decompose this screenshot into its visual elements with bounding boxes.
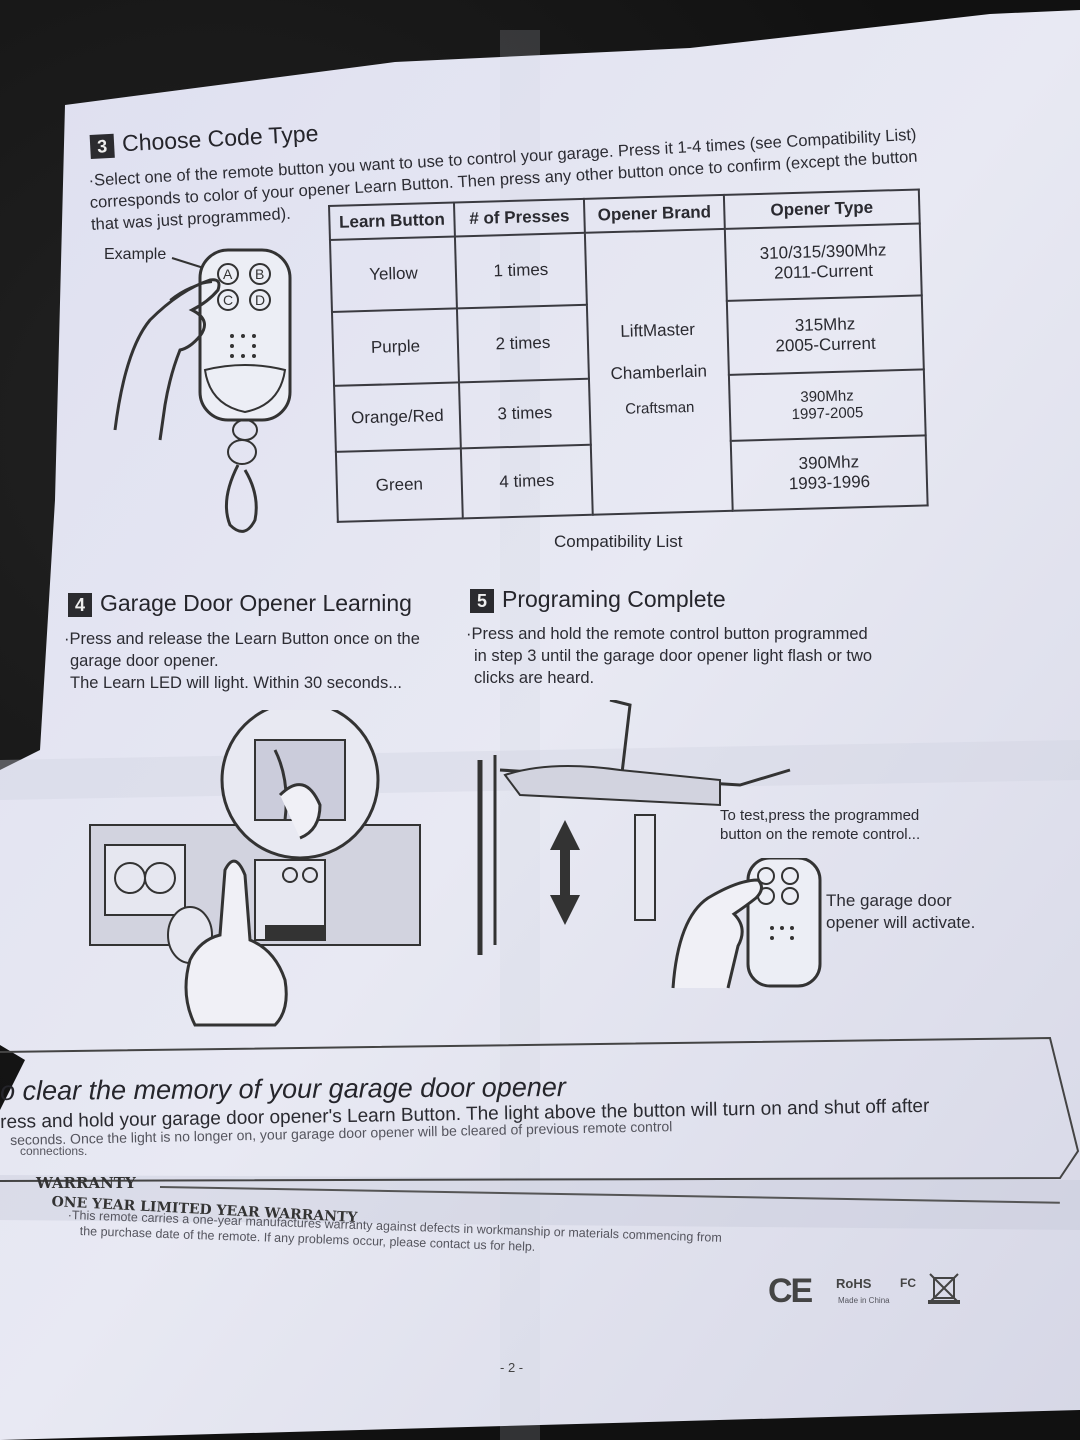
section-5-title: Programing Complete [502, 586, 726, 612]
compatibility-table-wrapper: Learn Button # of Presses Opener Brand O… [328, 188, 929, 523]
brand-craftsman: Craftsman [624, 398, 695, 418]
remote-button-b: B [255, 266, 264, 282]
cell-brands: LiftMaster Chamberlain Craftsman [584, 228, 733, 515]
garage-door-illustration [477, 700, 791, 955]
section-4-number: 4 [68, 592, 92, 617]
weee-bin-icon [928, 1273, 960, 1304]
cell-learn: Purple [331, 308, 460, 386]
fc-mark: FC [900, 1276, 916, 1290]
brand-chamberlain: Chamberlain [610, 361, 708, 384]
activate-line-2: opener will activate. [826, 913, 976, 932]
example-label: Example [104, 246, 167, 263]
section-4-text: ·Press and release the Learn Button once… [64, 628, 464, 694]
section-4-line-2: garage door opener. [70, 652, 219, 670]
clear-memory-box [0, 1036, 1080, 1182]
activate-note: The garage door opener will activate. [826, 890, 975, 934]
type-line-2: 2011-Current [773, 260, 874, 283]
section-5-line-3: clicks are heard. [474, 669, 595, 687]
section-5-line-2: in step 3 until the garage door opener l… [474, 647, 873, 665]
activate-line-1: The garage door [826, 891, 952, 910]
header-learn-button: Learn Button [329, 202, 455, 240]
cell-presses: 2 times [456, 304, 589, 383]
cell-type: 390Mhz 1997-2005 [728, 369, 926, 441]
brand-liftmaster: LiftMaster [620, 319, 696, 341]
cell-learn: Yellow [329, 236, 457, 312]
remote-button-c: C [223, 292, 233, 308]
header-presses: # of Presses [453, 198, 585, 237]
header-opener-type: Opener Type [723, 189, 920, 229]
section-4-line-1: ·Press and release the Learn Button once… [64, 630, 420, 648]
remote-button-d: D [255, 292, 265, 308]
remote-in-hand-illustration [671, 858, 822, 989]
clear-memory-line-3: connections. [20, 1144, 88, 1158]
type-line-2: 2005-Current [775, 333, 876, 356]
table-caption: Compatibility List [554, 532, 683, 551]
section-4-line-3: The Learn LED will light. Within 30 seco… [70, 674, 402, 692]
compatibility-table: Learn Button # of Presses Opener Brand O… [328, 188, 929, 522]
remote-illustration: A B C D [113, 248, 292, 533]
page-number: - 2 - [500, 1360, 524, 1375]
warranty-label: WARRANTY [36, 1174, 136, 1192]
ce-mark: CE [768, 1272, 813, 1310]
test-line-2: button on the remote control... [720, 826, 921, 843]
cell-presses: 3 times [459, 378, 591, 449]
cell-type: 310/315/390Mhz 2011-Current [724, 223, 922, 301]
header-opener-brand: Opener Brand [583, 194, 725, 233]
section-4-heading: 4 Garage Door Opener Learning [68, 590, 412, 617]
cell-type: 390Mhz 1993-1996 [730, 435, 928, 511]
section-3-number: 3 [89, 133, 115, 159]
rohs-mark: RoHS [836, 1276, 872, 1291]
section-5-line-1: ·Press and hold the remote control butto… [466, 625, 868, 643]
cell-learn: Green [335, 448, 463, 522]
cell-presses: 4 times [460, 444, 593, 519]
section-5-text: ·Press and hold the remote control butto… [466, 623, 916, 689]
test-line-1: To test,press the programmed [720, 807, 920, 824]
clear-memory-title: o clear the memory of your garage door o… [0, 1072, 566, 1106]
section-4-title: Garage Door Opener Learning [100, 590, 412, 616]
section-5-heading: 5 Programing Complete [470, 586, 726, 613]
opener-illustration [89, 710, 421, 1027]
made-in-label: Made in China [838, 1296, 890, 1305]
section-5-number: 5 [470, 588, 494, 613]
cell-presses: 1 times [454, 232, 587, 309]
remote-button-a: A [223, 266, 233, 282]
test-instruction: To test,press the programmed button on t… [720, 806, 920, 844]
type-line-2: 1993-1996 [788, 471, 871, 494]
cell-type: 315Mhz 2005-Current [726, 295, 924, 375]
cell-learn: Orange/Red [334, 382, 461, 452]
